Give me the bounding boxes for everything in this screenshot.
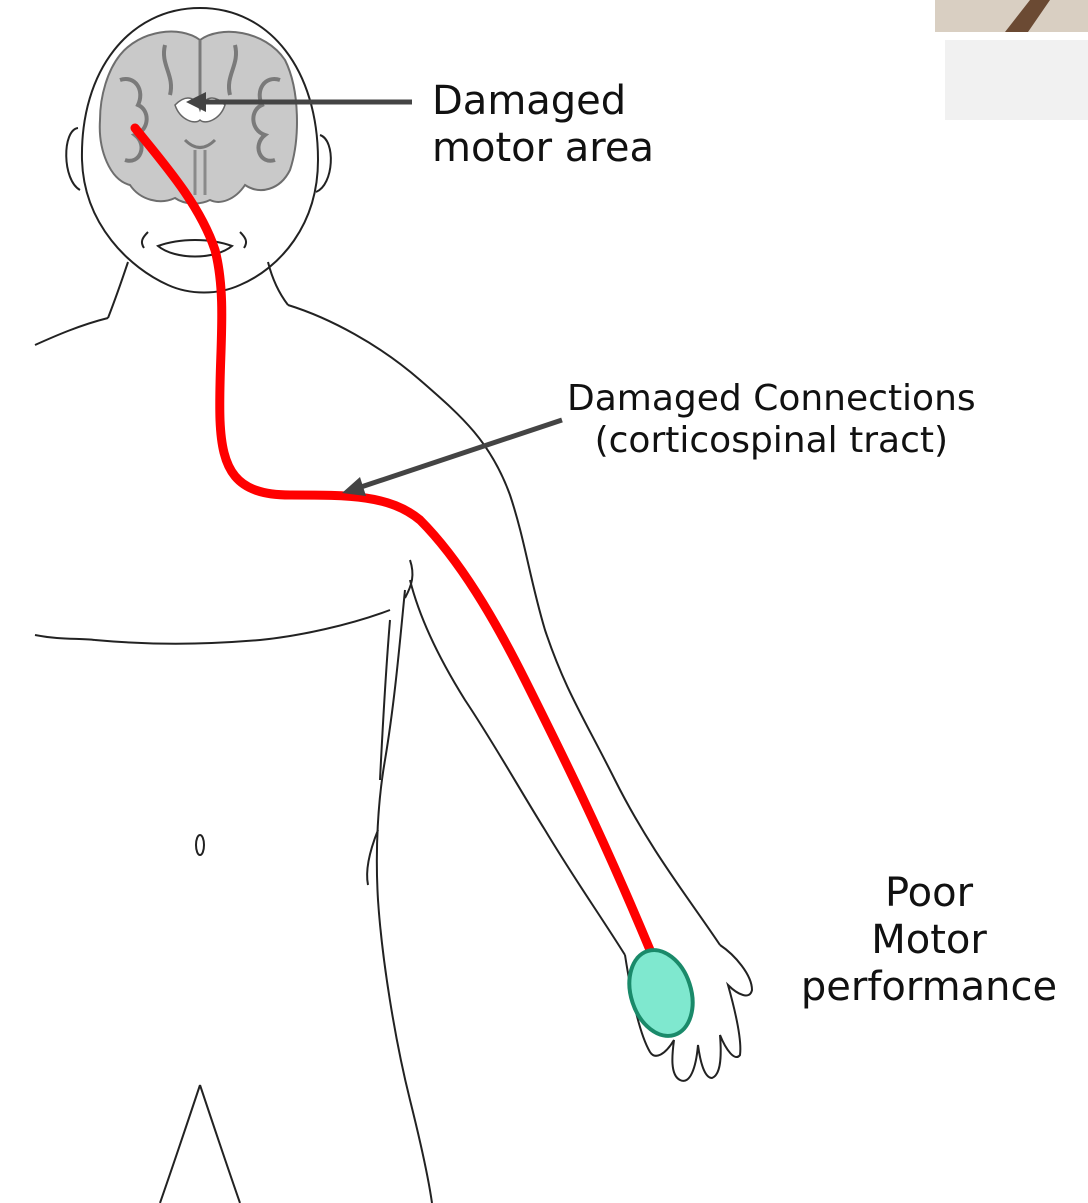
hand-highlight xyxy=(619,942,703,1044)
performance-line3: performance xyxy=(776,964,1082,1011)
arrow-connections xyxy=(342,420,562,496)
motor-area-line2: motor area xyxy=(432,125,654,172)
leg-right xyxy=(200,1085,240,1203)
leg-left xyxy=(160,1085,200,1203)
connections-line1: Damaged Connections xyxy=(567,378,976,420)
arm-lower-edge xyxy=(410,580,625,955)
connections-line2: (corticospinal tract) xyxy=(567,420,976,462)
left-ear xyxy=(66,128,80,190)
motor-area-line1: Damaged xyxy=(432,78,654,125)
neck-right xyxy=(268,262,288,305)
chest-line xyxy=(95,610,390,644)
damaged-connections-label: Damaged Connections (corticospinal tract… xyxy=(567,378,976,463)
damaged-motor-area-label: Damaged motor area xyxy=(432,78,654,172)
left-shoulder xyxy=(35,318,108,345)
brain-image xyxy=(100,32,297,204)
neck-left xyxy=(108,262,128,318)
mouth xyxy=(158,240,232,257)
navel xyxy=(196,835,204,855)
photo-fragment xyxy=(935,0,1088,120)
performance-line1: Poor xyxy=(776,870,1082,917)
performance-line2: Motor xyxy=(776,917,1082,964)
torso-left xyxy=(35,635,95,640)
corticospinal-tract-line xyxy=(135,128,650,950)
poor-motor-performance-label: Poor Motor performance xyxy=(776,870,1082,1012)
